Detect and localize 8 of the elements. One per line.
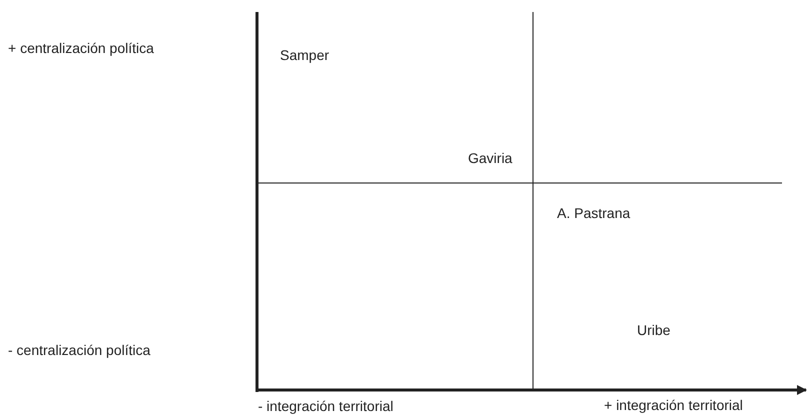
axis-label: - centralización política [8,342,150,358]
point-label: Gaviria [468,150,512,166]
point-label: Samper [280,47,330,63]
point-label: A. Pastrana [557,205,630,221]
point-label: Uribe [637,322,670,338]
axis-label: + integración territorial [604,397,743,413]
axis-label: - integración territorial [258,398,394,414]
axis-label: + centralización política [8,40,154,56]
